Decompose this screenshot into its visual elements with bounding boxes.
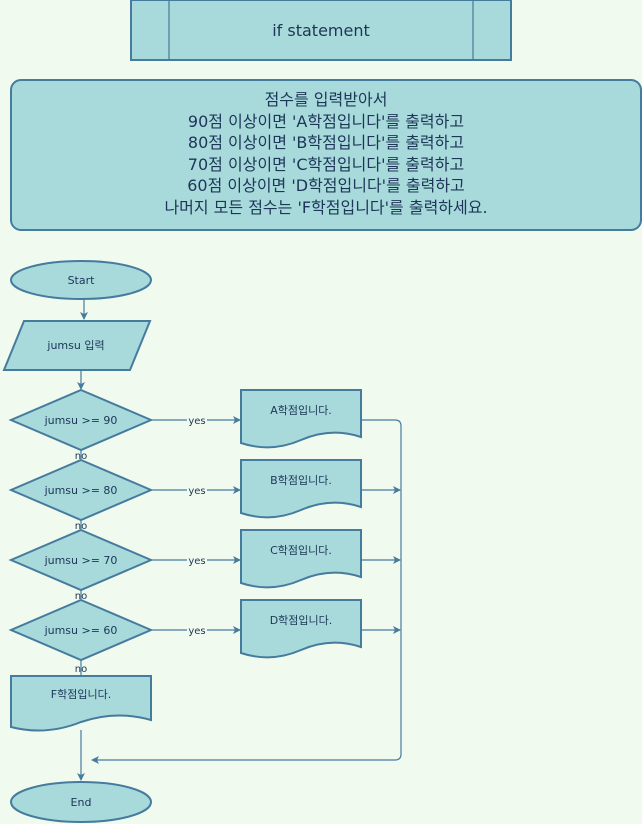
decision-node: jumsu >= 80	[8, 458, 154, 522]
no-label: no	[75, 451, 87, 462]
title-text: if statement	[272, 21, 370, 40]
output-document: C학점입니다.	[240, 529, 362, 589]
output-document: D학점입니다.	[240, 599, 362, 659]
decision-node: jumsu >= 70	[8, 528, 154, 592]
description-line: 점수를 입력받아서	[265, 90, 388, 109]
decision-label: jumsu >= 60	[44, 624, 118, 637]
else-output-document: F학점입니다.	[10, 675, 152, 732]
description-line: 90점 이상이면 'A학점입니다'를 출력하고	[188, 112, 464, 131]
output-document: A학점입니다.	[240, 389, 362, 449]
yes-label: yes	[188, 486, 205, 497]
output-label: A학점입니다.	[270, 404, 332, 417]
decision-node: jumsu >= 90	[8, 388, 154, 452]
description-line: 80점 이상이면 'B학점입니다'를 출력하고	[188, 133, 464, 152]
no-label: no	[75, 591, 87, 602]
output-label: C학점입니다.	[270, 544, 332, 557]
start-terminator: Start	[10, 260, 152, 300]
decision-label: jumsu >= 80	[44, 484, 118, 497]
decision-node: jumsu >= 60	[8, 598, 154, 662]
yes-label: yes	[188, 416, 205, 427]
end-terminator: End	[10, 781, 152, 823]
input-label: jumsu 입력	[46, 339, 104, 352]
description-box: 점수를 입력받아서 90점 이상이면 'A학점입니다'를 출력하고 80점 이상…	[10, 79, 642, 231]
description-line: 60점 이상이면 'D학점입니다'를 출력하고	[187, 176, 465, 195]
output-label: D학점입니다.	[270, 614, 333, 627]
merge-line	[91, 419, 402, 764]
else-output-label: F학점입니다.	[51, 688, 111, 701]
description-line: 70점 이상이면 'C학점입니다'를 출력하고	[188, 155, 464, 174]
input-node: jumsu 입력	[2, 320, 152, 371]
decision-label: jumsu >= 90	[44, 414, 118, 427]
start-label: Start	[68, 274, 96, 287]
output-label: B학점입니다.	[270, 474, 332, 487]
description-line: 나머지 모든 점수는 'F학점입니다'를 출력하세요.	[164, 198, 487, 217]
output-document: B학점입니다.	[240, 459, 362, 519]
end-label: End	[71, 796, 92, 809]
yes-label: yes	[188, 556, 205, 567]
no-label: no	[75, 521, 87, 532]
no-label: no	[75, 664, 87, 675]
decision-label: jumsu >= 70	[44, 554, 118, 567]
title-box: if statement	[130, 0, 512, 61]
yes-label: yes	[188, 626, 205, 637]
